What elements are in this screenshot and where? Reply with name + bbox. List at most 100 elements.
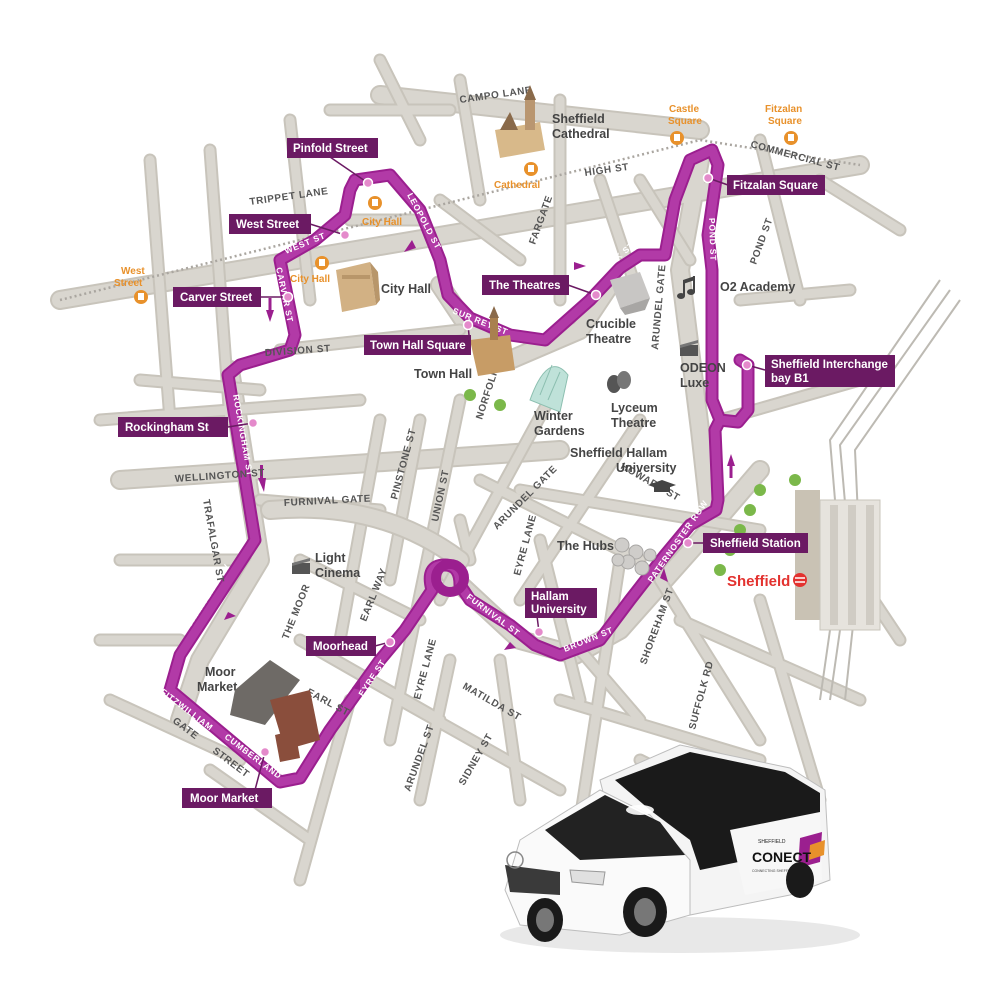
poi-station-brand: Sheffield bbox=[727, 573, 790, 590]
bus-stops: Pinfold Street West Street Carver Street… bbox=[118, 138, 895, 808]
street-trippet-lane: TRIPPET LANE bbox=[249, 186, 329, 208]
town-hall-icon bbox=[464, 306, 515, 411]
tram-castle-line2: Square bbox=[668, 116, 702, 127]
tram-west-line1: West bbox=[121, 266, 145, 277]
crucible-icon bbox=[610, 272, 650, 315]
moor-market-icon bbox=[230, 660, 320, 762]
poi-hubs: The Hubs bbox=[557, 539, 614, 553]
stop-west-street[interactable]: West Street bbox=[229, 214, 311, 234]
stop-dot bbox=[362, 177, 374, 189]
tram-city-hall-a: City Hall bbox=[362, 217, 402, 228]
stop-dot bbox=[702, 172, 714, 184]
stop-label: The Theatres bbox=[489, 280, 561, 292]
poi-city-hall: City Hall bbox=[381, 282, 431, 296]
national-rail-icon bbox=[793, 573, 807, 587]
tram-stops: Castle Square Fitzalan Square Cathedral … bbox=[114, 104, 802, 304]
stop-carver-street[interactable]: Carver Street bbox=[173, 287, 261, 307]
tram-icon bbox=[670, 131, 684, 145]
route-label-pond-st: POND ST bbox=[707, 218, 719, 262]
arrow-icon bbox=[404, 240, 416, 252]
arrow-icon bbox=[504, 642, 516, 650]
arrow-icon bbox=[727, 454, 735, 466]
street-the-moor: THE MOOR bbox=[281, 582, 313, 641]
stop-pinfold-street[interactable]: Pinfold Street bbox=[287, 138, 378, 158]
stop-moorhead[interactable]: Moorhead bbox=[306, 636, 376, 656]
stop-moor-market[interactable]: Moor Market bbox=[182, 788, 272, 808]
tram-icon bbox=[315, 256, 329, 270]
railway-tracks bbox=[819, 279, 961, 701]
tram-icon bbox=[368, 196, 382, 210]
poi-lyceum-line1: Lyceum bbox=[611, 401, 658, 415]
direction-arrows bbox=[224, 240, 735, 690]
city-hall-icon bbox=[336, 262, 380, 312]
stop-label: Town Hall Square bbox=[370, 340, 466, 352]
poi-odeon-line2: Luxe bbox=[680, 376, 709, 390]
tram-icon bbox=[784, 131, 798, 145]
poi-o2: O2 Academy bbox=[720, 280, 795, 294]
theatre-masks-icon bbox=[607, 371, 631, 393]
stop-label: Carver Street bbox=[180, 292, 252, 304]
stop-sheffield-station[interactable]: Sheffield Station bbox=[703, 533, 808, 553]
stop-dot bbox=[462, 319, 474, 331]
graduation-cap-icon bbox=[648, 480, 676, 492]
tram-west-line2: Street bbox=[114, 278, 143, 289]
poi-crucible-line1: Crucible bbox=[586, 317, 636, 331]
arrow-icon bbox=[352, 678, 360, 690]
stop-label: West Street bbox=[236, 219, 299, 231]
street-pond-st: POND ST bbox=[748, 217, 775, 266]
stop-dot bbox=[682, 537, 694, 549]
station-building bbox=[714, 474, 881, 631]
tram-castle-line1: Castle bbox=[669, 104, 699, 115]
poi-moor-line1: Moor bbox=[205, 665, 236, 679]
stop-dot bbox=[590, 289, 602, 301]
stop-dot bbox=[282, 291, 294, 303]
hubs-icon bbox=[611, 537, 657, 576]
winter-gardens-icon bbox=[529, 364, 569, 413]
stop-dot bbox=[533, 626, 545, 638]
stop-rockingham-st[interactable]: Rockingham St bbox=[118, 417, 228, 437]
music-note-icon bbox=[677, 276, 695, 299]
stop-dot bbox=[339, 229, 351, 241]
stop-label: Fitzalan Square bbox=[733, 180, 818, 192]
stop-the-theatres[interactable]: The Theatres bbox=[482, 275, 569, 295]
cathedral-icon bbox=[495, 85, 545, 158]
poi-light-line2: Cinema bbox=[315, 566, 361, 580]
arrow-icon bbox=[574, 262, 586, 270]
street-eyre-lane-2: EYRE LANE bbox=[412, 637, 439, 700]
pois: Sheffield Cathedral City Hall Town Hall … bbox=[197, 85, 807, 762]
poi-cathedral-line2: Cathedral bbox=[552, 127, 610, 141]
stop-dot bbox=[247, 417, 259, 429]
minibus-illustration: SHEFFIELD CONECT CONNECTING SHEFFIELD CE… bbox=[500, 744, 860, 953]
tram-fitzalan-line2: Square bbox=[768, 116, 802, 127]
poi-lyceum-line2: Theatre bbox=[611, 416, 656, 430]
poi-crucible-line2: Theatre bbox=[586, 332, 631, 346]
bus-brand-small: SHEFFIELD bbox=[758, 839, 786, 845]
stop-label: Moorhead bbox=[313, 641, 368, 653]
stop-fitzalan-square[interactable]: Fitzalan Square bbox=[727, 175, 825, 195]
stop-label: Pinfold Street bbox=[293, 143, 368, 155]
poi-cathedral-line1: Sheffield bbox=[552, 112, 605, 126]
cinema-icon bbox=[292, 558, 310, 574]
stop-dot bbox=[384, 636, 396, 648]
poi-winter-line1: Winter bbox=[534, 409, 573, 423]
tram-icon bbox=[134, 290, 148, 304]
tram-fitzalan-line1: Fitzalan bbox=[765, 104, 802, 115]
arrow-icon bbox=[660, 568, 668, 582]
poi-moor-line2: Market bbox=[197, 680, 238, 694]
tram-city-hall-b: City Hall bbox=[290, 274, 330, 285]
cinema-icon bbox=[680, 340, 698, 356]
bus-brand: CONECT bbox=[752, 849, 812, 865]
poi-town-hall: Town Hall bbox=[414, 367, 472, 381]
street-arundel-gate: ARUNDEL GATE bbox=[650, 264, 668, 350]
street-suffolk-rd: SUFFOLK RD bbox=[687, 660, 716, 731]
tram-cathedral: Cathedral bbox=[494, 180, 540, 191]
roundabout bbox=[431, 559, 469, 597]
stop-town-hall-square[interactable]: Town Hall Square bbox=[364, 335, 471, 355]
arrow-icon bbox=[258, 478, 266, 492]
street-furnival-gate: FURNIVAL GATE bbox=[284, 493, 372, 509]
street-division-st: DIVISION ST bbox=[264, 343, 331, 359]
tram-icon bbox=[524, 162, 538, 176]
